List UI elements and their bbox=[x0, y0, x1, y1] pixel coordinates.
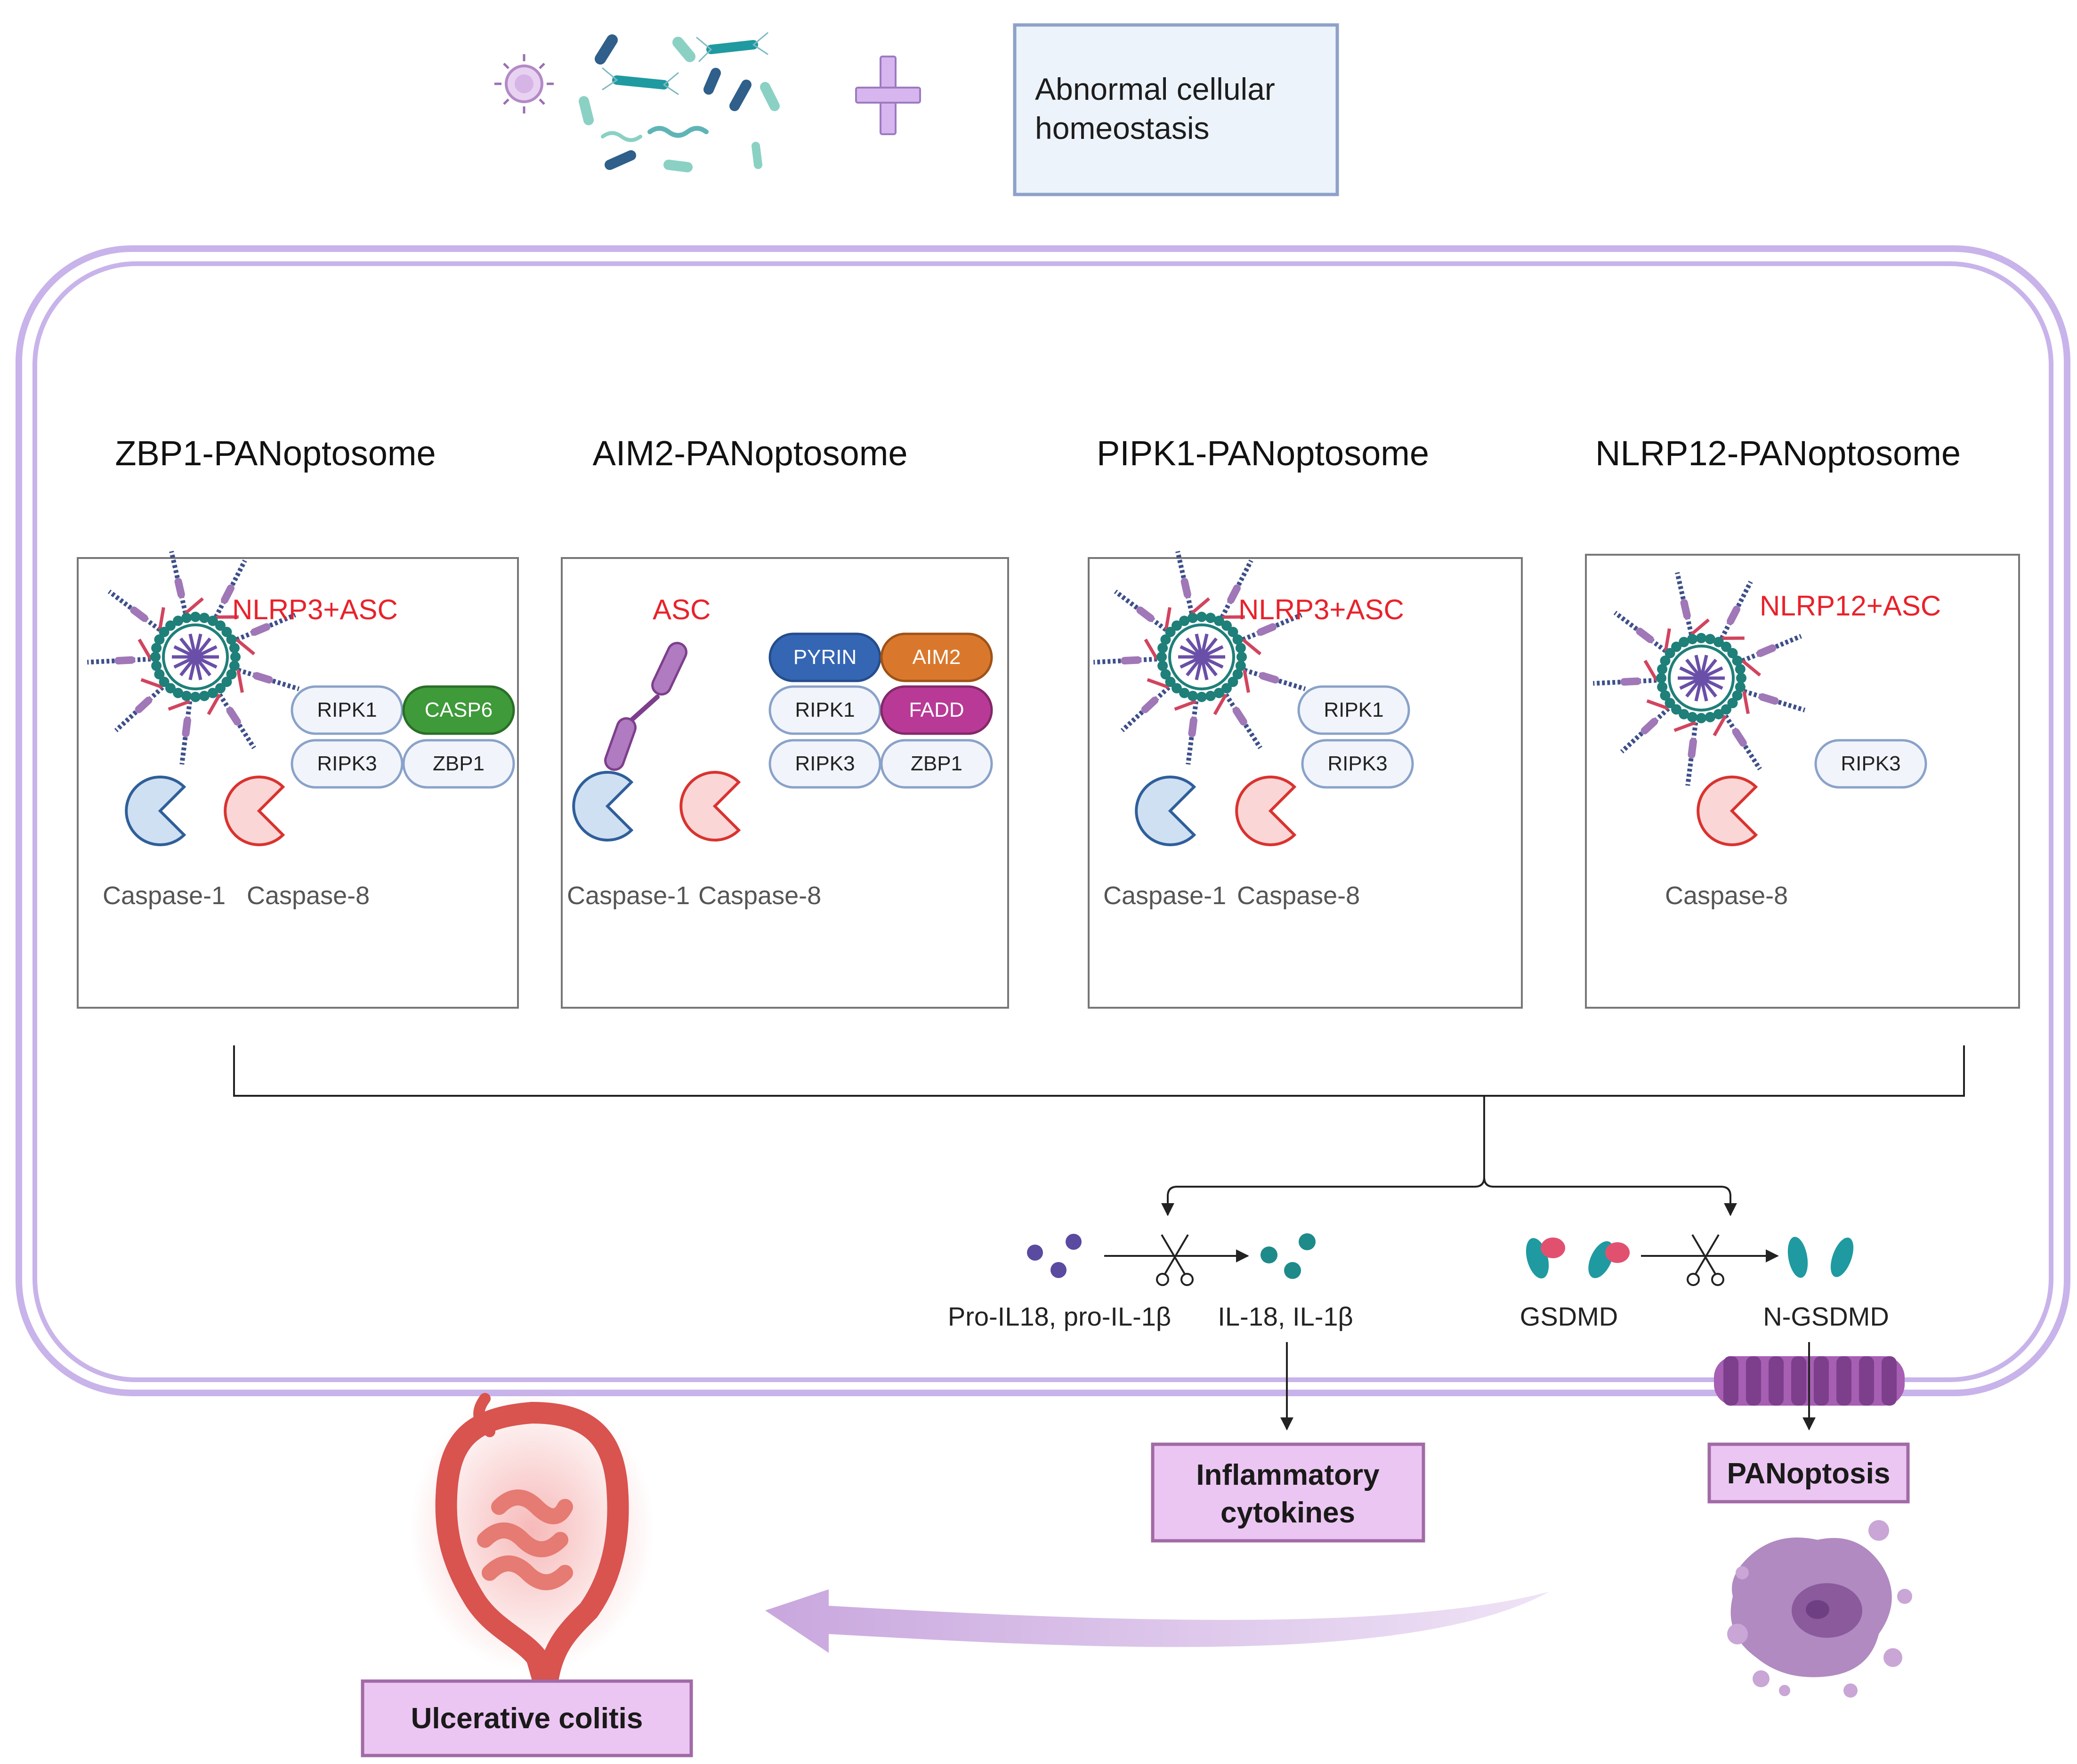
virus-icon bbox=[494, 54, 554, 113]
pill-zbp1: ZBP1 bbox=[402, 739, 515, 789]
complex-label-nlrp12: NLRP12+ASC bbox=[1760, 590, 1941, 622]
bacteria-icon bbox=[579, 32, 780, 172]
svg-text:PANoptosis: PANoptosis bbox=[1727, 1457, 1891, 1490]
pill-aim2: AIM2 bbox=[880, 632, 993, 682]
nlrp3-inflammasome-icon bbox=[1093, 550, 1306, 765]
pill-zbp1: ZBP1 bbox=[880, 739, 993, 789]
pill-pyrin: PYRIN bbox=[768, 632, 881, 682]
caspase-1-label: Caspase-1 bbox=[103, 882, 226, 910]
svg-text:CASP6: CASP6 bbox=[425, 698, 493, 721]
caspase-8-label: Caspase-8 bbox=[698, 882, 821, 910]
panel-pipk1: NLRP3+ASC RIPK1 RIPK3 Caspase-1 Caspase-… bbox=[1088, 550, 1523, 1009]
scissors-icon bbox=[1687, 1234, 1724, 1286]
caspase-1-icon bbox=[572, 771, 634, 842]
nlrp12-inflammasome-icon bbox=[1593, 572, 1806, 786]
pill-ripk1: RIPK1 bbox=[291, 685, 404, 735]
svg-text:RIPK3: RIPK3 bbox=[317, 752, 377, 775]
svg-text:RIPK1: RIPK1 bbox=[1324, 698, 1383, 721]
svg-text:Inflammatory: Inflammatory bbox=[1196, 1459, 1380, 1491]
pro-cytokine-label: Pro-IL18, pro-IL-1β bbox=[948, 1302, 1171, 1331]
svg-text:cytokines: cytokines bbox=[1220, 1497, 1355, 1529]
panoptosis-box: PANoptosis bbox=[1707, 1442, 1910, 1504]
mature-cytokine-label: IL-18, IL-1β bbox=[1218, 1302, 1353, 1331]
pill-fadd: FADD bbox=[880, 685, 993, 735]
svg-text:ZBP1: ZBP1 bbox=[911, 752, 962, 775]
complex-label-pipk1: NLRP3+ASC bbox=[1238, 594, 1404, 625]
svg-text:ZBP1: ZBP1 bbox=[433, 752, 485, 775]
caspase-1-icon bbox=[1135, 776, 1196, 846]
caspase-8-label: Caspase-8 bbox=[1665, 882, 1788, 910]
asc-filament-icon bbox=[604, 642, 687, 771]
panel-title-pipk1: PIPK1-PANoptosome bbox=[1097, 434, 1429, 473]
plus-icon bbox=[855, 56, 921, 135]
caspase-8-label: Caspase-8 bbox=[247, 882, 370, 910]
colon-icon bbox=[410, 1389, 655, 1701]
homeostasis-line2: homeostasis bbox=[1035, 111, 1210, 146]
pill-casp6: CASP6 bbox=[402, 685, 515, 735]
panel-aim2: ASC PYRIN AIM2 RIPK1 FADD RIPK3 bbox=[561, 557, 1009, 1009]
cell-membrane bbox=[16, 245, 2070, 1396]
svg-text:RIPK3: RIPK3 bbox=[1327, 752, 1387, 775]
scissors-icon bbox=[1156, 1234, 1194, 1286]
n-gsdmd-icon bbox=[1787, 1237, 1854, 1278]
panel-title-zbp1: ZBP1-PANoptosome bbox=[115, 434, 436, 473]
pathogens-group bbox=[494, 32, 780, 172]
complex-label-zbp1: NLRP3+ASC bbox=[232, 594, 398, 625]
caspase-8-label: Caspase-8 bbox=[1237, 882, 1360, 910]
svg-text:Ulcerative colitis: Ulcerative colitis bbox=[411, 1702, 643, 1735]
panel-zbp1: NLRP3+ASC RIPK1 CASP6 RIPK3 ZBP1 Caspase… bbox=[77, 550, 519, 1009]
gsdmd-cleavage: GSDMD N-GSDMD bbox=[1520, 1234, 1889, 1331]
pill-ripk3: RIPK3 bbox=[1814, 739, 1927, 789]
caspase-8-icon bbox=[679, 771, 741, 842]
panel-title-aim2: AIM2-PANoptosome bbox=[593, 434, 908, 473]
svg-text:RIPK3: RIPK3 bbox=[795, 752, 855, 775]
pill-ripk3: RIPK3 bbox=[768, 739, 881, 789]
svg-text:RIPK1: RIPK1 bbox=[317, 698, 377, 721]
caspase-1-label: Caspase-1 bbox=[1103, 882, 1226, 910]
homeostasis-line1: Abnormal cellular bbox=[1035, 72, 1275, 106]
caspase-1-label: Caspase-1 bbox=[567, 882, 690, 910]
big-curved-arrow bbox=[765, 1589, 1549, 1653]
caspase-8-icon bbox=[1697, 776, 1758, 846]
pill-ripk3: RIPK3 bbox=[1301, 739, 1414, 789]
converging-bracket bbox=[233, 1045, 1965, 1216]
caspase-8-icon bbox=[1235, 776, 1297, 846]
pill-ripk3: RIPK3 bbox=[291, 739, 404, 789]
caspase-1-icon bbox=[125, 776, 186, 846]
caspase-8-icon bbox=[224, 776, 285, 846]
nlrp3-inflammasome-icon bbox=[87, 550, 300, 765]
complex-label-aim2: ASC bbox=[653, 594, 711, 625]
inflammatory-cytokines-box: Inflammatory cytokines bbox=[1151, 1442, 1425, 1543]
gsdmd-label: GSDMD bbox=[1520, 1302, 1618, 1331]
pro-cytokine-icon bbox=[1027, 1234, 1082, 1278]
mature-cytokine-icon bbox=[1261, 1233, 1316, 1279]
svg-text:RIPK3: RIPK3 bbox=[1841, 752, 1900, 775]
svg-text:FADD: FADD bbox=[909, 698, 964, 721]
n-gsdmd-label: N-GSDMD bbox=[1763, 1302, 1889, 1331]
svg-text:PYRIN: PYRIN bbox=[793, 646, 857, 669]
panel-nlrp12: NLRP12+ASC RIPK3 Caspase-8 bbox=[1585, 554, 2020, 1009]
svg-text:AIM2: AIM2 bbox=[913, 646, 961, 669]
pill-ripk1: RIPK1 bbox=[768, 685, 881, 735]
svg-text:RIPK1: RIPK1 bbox=[795, 698, 855, 721]
gsdmd-icon bbox=[1526, 1238, 1630, 1278]
ulcerative-colitis-box: Ulcerative colitis bbox=[361, 1679, 693, 1757]
cytokine-cleavage: Pro-IL18, pro-IL-1β IL-18, IL-1β bbox=[948, 1233, 1353, 1331]
abnormal-homeostasis-box: Abnormal cellular homeostasis bbox=[1013, 23, 1339, 196]
dying-cell-icon bbox=[1727, 1520, 1912, 1698]
pill-ripk1: RIPK1 bbox=[1297, 685, 1410, 735]
panel-title-nlrp12: NLRP12-PANoptosome bbox=[1595, 434, 1961, 473]
